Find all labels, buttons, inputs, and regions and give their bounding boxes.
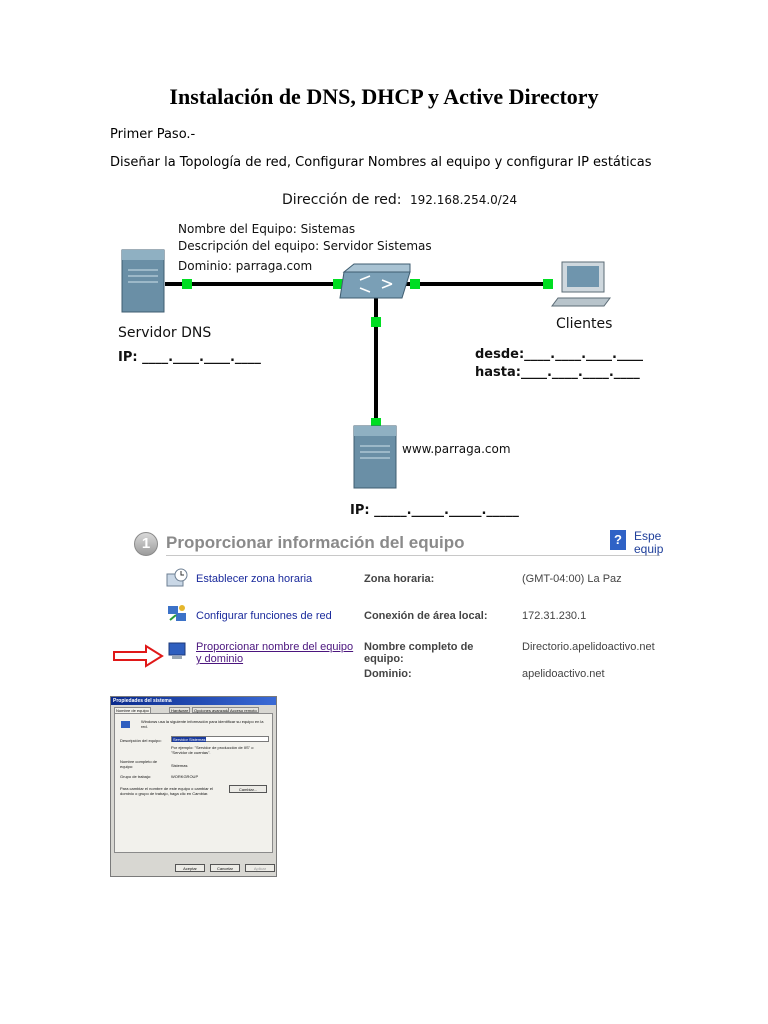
computer-icon xyxy=(166,641,188,661)
network-topology-diagram: Dirección de red: 192.168.254.0/24 Nombr… xyxy=(110,180,670,525)
step-label: Primer Paso.- xyxy=(110,127,195,142)
link-indicator xyxy=(182,279,192,289)
configure-network-link[interactable]: Configurar funciones de red xyxy=(196,610,332,622)
change-instructions: Para cambiar el nombre de este equipo o … xyxy=(120,786,228,796)
server-domain-text: Dominio: parraga.com xyxy=(178,259,312,273)
timezone-label: Zona horaria: xyxy=(364,573,434,585)
full-name-value: Sistemas xyxy=(171,763,187,768)
link-indicator xyxy=(371,317,381,327)
step-number-badge: 1 xyxy=(134,532,158,556)
network-value: 192.168.254.0/24 xyxy=(410,193,517,207)
server-ip-field: IP: ____.____.____.____ xyxy=(118,350,261,365)
server-dns-label: Servidor DNS xyxy=(118,325,211,341)
help-icon[interactable]: ? xyxy=(610,530,626,550)
step-description: Diseñar la Topología de red, Configurar … xyxy=(110,155,651,170)
client-pc-icon xyxy=(552,262,610,306)
link-indicator xyxy=(410,279,420,289)
switch-icon xyxy=(340,264,410,298)
change-button[interactable]: Cambiar... xyxy=(229,785,267,793)
dialog-title: Propiedades del sistema xyxy=(111,697,276,705)
full-computer-name-label: Nombre completo de equipo: xyxy=(364,641,494,665)
clients-range-from: desde:____.____.____.____ xyxy=(475,347,643,362)
clients-label: Clientes xyxy=(556,316,612,332)
apply-button[interactable]: Aplicar xyxy=(245,864,275,872)
wizard-heading: Proporcionar información del equipo xyxy=(166,533,464,553)
cancel-button[interactable]: Cancelar xyxy=(210,864,240,872)
network-label: Dirección de red: xyxy=(282,192,402,208)
server-description-text: Descripción del equipo: Servidor Sistema… xyxy=(178,239,432,253)
full-computer-name-value: Directorio.apelidoactivo.net xyxy=(522,641,655,653)
system-properties-dialog: Propiedades del sistema Nombre de equipo… xyxy=(110,696,277,877)
description-label: Descripción del equipo: xyxy=(120,738,162,743)
server-name-text: Nombre del Equipo: Sistemas xyxy=(178,222,355,236)
timezone-value: (GMT-04:00) La Paz xyxy=(522,573,622,585)
domain-value: apelidoactivo.net xyxy=(522,668,605,680)
lan-connection-value: 172.31.230.1 xyxy=(522,610,586,622)
web-server-ip-field: IP: _____._____._____._____ xyxy=(350,503,519,518)
clock-icon xyxy=(166,568,188,588)
web-server-icon xyxy=(354,426,396,488)
workgroup-value: WORKGROUP xyxy=(171,774,198,779)
ok-button[interactable]: Aceptar xyxy=(175,864,205,872)
set-timezone-link[interactable]: Establecer zona horaria xyxy=(196,573,312,585)
red-arrow-icon xyxy=(112,644,164,668)
dialog-intro: Windows usa la siguiente información par… xyxy=(141,719,269,729)
initial-configuration-tasks: 1 Proporcionar información del equipo ? … xyxy=(130,528,660,693)
description-value: Servidor Sistemas xyxy=(172,737,206,742)
lan-connection-label: Conexión de área local: xyxy=(364,610,487,622)
domain-label: Dominio: xyxy=(364,668,412,680)
dns-server-icon xyxy=(122,250,164,312)
workgroup-label: Grupo de trabajo: xyxy=(120,774,151,779)
clients-range-to: hasta:____.____.____.____ xyxy=(475,365,640,380)
link-indicator xyxy=(543,279,553,289)
description-example: Por ejemplo: "Servidor de producción de … xyxy=(171,745,269,755)
web-server-label: www.parraga.com xyxy=(402,442,511,456)
full-name-label: Nombre completo de equipo: xyxy=(120,759,164,769)
dialog-panel: Windows usa la siguiente información par… xyxy=(114,713,273,853)
description-input[interactable]: Servidor Sistemas xyxy=(171,736,269,742)
help-text[interactable]: Espe equip xyxy=(634,530,664,556)
document-title: Instalación de DNS, DHCP y Active Direct… xyxy=(0,84,768,110)
computer-icon xyxy=(121,721,130,728)
set-computer-name-link[interactable]: Proporcionar nombre del equipo y dominio xyxy=(196,641,356,665)
heading-divider xyxy=(166,555,660,556)
network-icon xyxy=(166,604,188,624)
